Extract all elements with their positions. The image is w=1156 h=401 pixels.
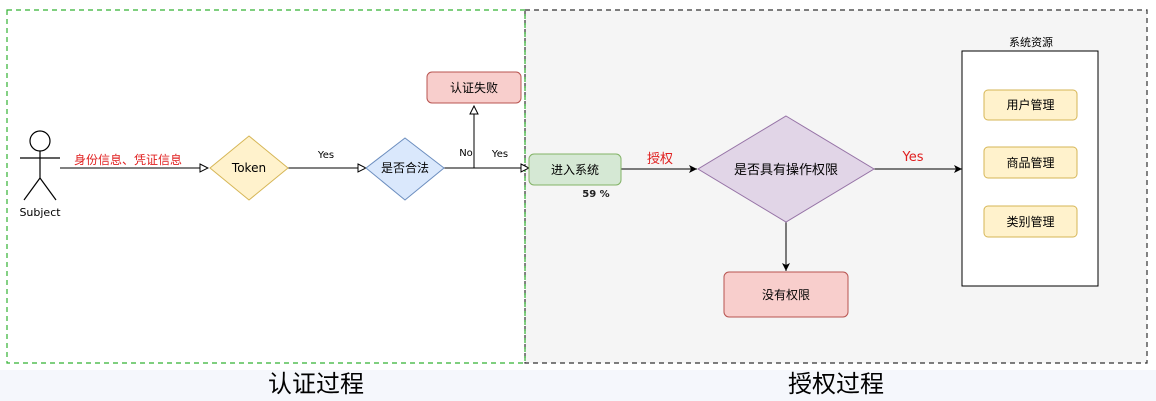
subject-label: Subject [19,206,61,219]
edge-label-valid-no: No [459,148,473,159]
resource-item-box [983,89,1078,121]
authz-region-caption: 授权过程 [788,370,884,398]
enter-system-node [528,153,622,186]
edge-label-permission-yes: Yes [902,150,924,165]
edge-label-credentials: 身份信息、凭证信息 [74,152,182,167]
token-node [209,135,289,201]
edge-label-token-yes: Yes [317,150,334,161]
no-permission-node-label: 没有权限 [762,287,810,302]
token-node-label: Token [231,161,266,175]
enter-system-node-label: 进入系统 [551,163,599,177]
resource-item-label: 类别管理 [1006,214,1054,229]
is-valid-node [365,137,445,201]
resource-item-label: 商品管理 [1006,155,1054,170]
has-permission-node-label: 是否具有操作权限 [734,162,838,178]
resource-item-box [983,146,1078,179]
resources-title: 系统资源 [1009,35,1053,49]
subject-actor-icon [20,130,60,201]
edge-label-authorize: 授权 [647,151,673,167]
has-permission-node [697,115,875,223]
auth-fail-node-label: 认证失败 [450,80,498,95]
resource-item-box [983,205,1078,238]
auth-region-caption: 认证过程 [268,370,364,398]
auth-fail-node [426,71,522,104]
no-permission-node [723,271,849,318]
is-valid-node-label: 是否合法 [381,160,429,175]
edge-label-valid-yes: Yes [491,149,508,160]
authentication-region [6,9,526,364]
resource-item-label: 用户管理 [1006,97,1054,112]
overlay-percent-text: 59 % [582,189,609,200]
